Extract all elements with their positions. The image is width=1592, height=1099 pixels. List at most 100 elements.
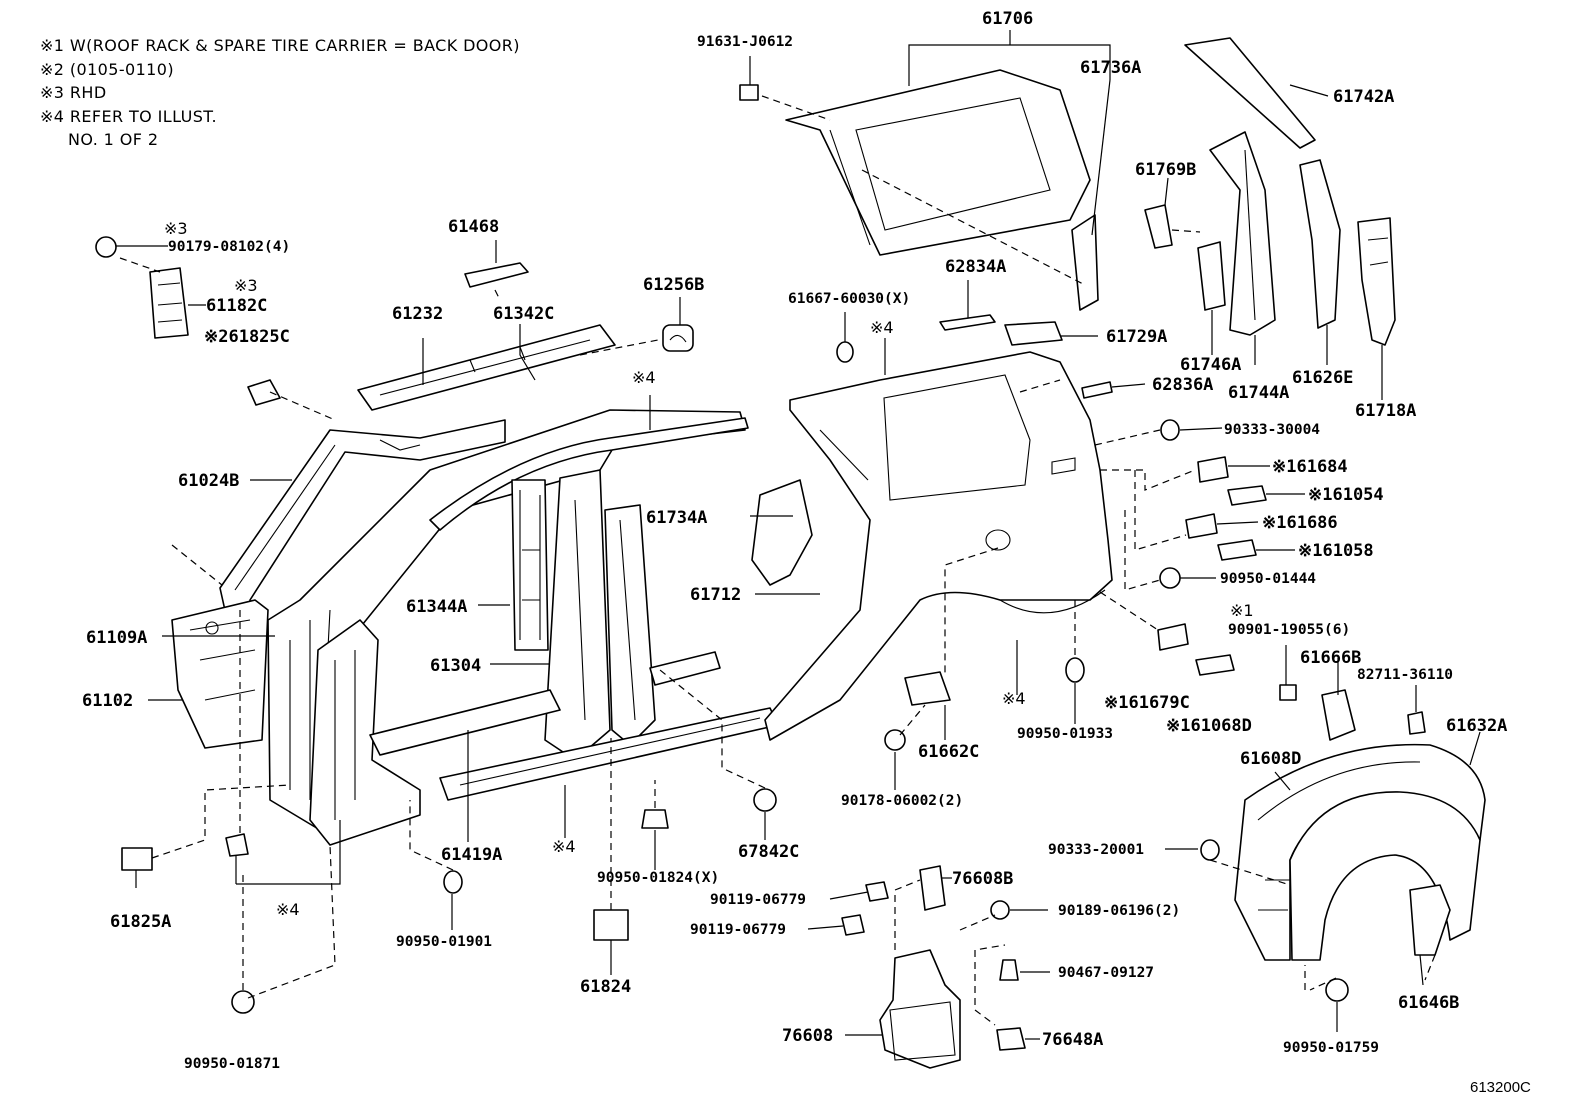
- part-61825A-pad: [121, 847, 153, 871]
- note-5: NO. 1 OF 2: [68, 130, 159, 149]
- part-90950-01444-plug: [1159, 567, 1181, 589]
- label-90178-06002: 90178-06002(2): [841, 793, 963, 809]
- label-62834A: 62834A: [945, 257, 1006, 277]
- label-90467-09127: 90467-09127: [1058, 965, 1154, 981]
- part-91631-bolt: [739, 84, 759, 101]
- label-90901-19055: 90901-19055(6): [1228, 622, 1350, 638]
- part-90901-bolt: [1279, 684, 1297, 701]
- part-61746A-reinforcement: [1197, 241, 1226, 311]
- label-90950-01901: 90950-01901: [396, 934, 492, 950]
- label-90950-01871: 90950-01871: [184, 1056, 280, 1072]
- label-61646B: 61646B: [1398, 993, 1459, 1013]
- label-61824: 61824: [580, 977, 631, 997]
- label-61769B: 61769B: [1135, 160, 1196, 180]
- part-61182C-bracket: [149, 267, 189, 339]
- label-61024B: 61024B: [178, 471, 239, 491]
- part-61679C-pad: [1157, 623, 1189, 651]
- label-61825C: ※261825C: [204, 327, 290, 347]
- label-61734A: 61734A: [646, 508, 707, 528]
- label-61718A: 61718A: [1355, 401, 1416, 421]
- inner-side-panel-group: [95, 236, 779, 1014]
- part-61058-bracket: [1217, 539, 1257, 561]
- part-61712-quarter-outer: [764, 351, 1113, 741]
- label-61686: ※161686: [1262, 513, 1338, 533]
- part-rocker-rear: [649, 651, 721, 686]
- label-61742A: 61742A: [1333, 87, 1394, 107]
- part-90333-20001-plug: [1200, 839, 1220, 861]
- mark-4-d: ※4: [870, 318, 894, 337]
- label-61729A: 61729A: [1106, 327, 1167, 347]
- label-61102: 61102: [82, 691, 133, 711]
- part-61662C-bracket: [904, 671, 951, 706]
- part-61646B-extension: [1409, 884, 1451, 956]
- part-a-pillar-lower: [309, 619, 421, 846]
- label-67842C: 67842C: [738, 842, 799, 862]
- note-3: ※3 RHD: [40, 83, 107, 102]
- label-61712: 61712: [690, 585, 741, 605]
- label-61632A: 61632A: [1446, 716, 1507, 736]
- label-61058: ※161058: [1298, 541, 1374, 561]
- part-61109A-hinge-pillar: [171, 599, 269, 749]
- label-61256B: 61256B: [643, 275, 704, 295]
- note-2: ※2 (0105-0110): [40, 59, 174, 79]
- part-61744A-d-pillar: [1209, 131, 1276, 336]
- part-90950-01901-plug: [443, 870, 463, 894]
- part-61686-pad: [1185, 513, 1218, 539]
- part-90467-clip: [999, 959, 1019, 981]
- label-62836A: 62836A: [1152, 375, 1213, 395]
- part-90950-01933-plug: [1065, 657, 1085, 683]
- label-61182C: 61182C: [206, 296, 267, 316]
- mark-3-b: ※3: [234, 276, 258, 295]
- label-91631-J0612: 91631-J0612: [697, 34, 793, 50]
- label-61054: ※161054: [1308, 485, 1384, 505]
- label-90950-01824: 90950-01824(X): [597, 870, 719, 886]
- part-82711-clip: [1407, 711, 1426, 735]
- part-61742A-roof-rail-rear: [1184, 37, 1316, 149]
- part-62836A-pad: [1081, 381, 1113, 399]
- part-61769B-bracket: [1144, 204, 1173, 249]
- label-61419A: 61419A: [441, 845, 502, 865]
- label-61666B: 61666B: [1300, 648, 1361, 668]
- label-61736A: 61736A: [1080, 58, 1141, 78]
- note-4: ※4 REFER TO ILLUST.: [40, 106, 218, 126]
- part-90950-01871-plug: [231, 990, 255, 1014]
- part-90179-nut: [95, 236, 117, 258]
- label-76608: 76608: [782, 1026, 833, 1046]
- part-b-pillar-inner: [604, 504, 656, 746]
- label-90333-30004: 90333-30004: [1224, 422, 1320, 438]
- part-rocker-inner: [369, 689, 561, 756]
- label-61232: 61232: [392, 304, 443, 324]
- part-76608B-bracket: [919, 865, 946, 911]
- label-61068D: ※161068D: [1166, 716, 1252, 736]
- part-61667-plug: [836, 341, 854, 363]
- mark-4-c: ※4: [276, 900, 300, 919]
- label-61684: ※161684: [1272, 457, 1348, 477]
- label-76648A: 76648A: [1042, 1030, 1103, 1050]
- label-90119-06779-b: 90119-06779: [690, 922, 786, 938]
- label-90333-20001: 90333-20001: [1048, 842, 1144, 858]
- label-61667-60030: 61667-60030(X): [788, 291, 910, 307]
- part-61344A-center-pillar: [511, 479, 549, 651]
- part-90950-01824-clip: [641, 809, 669, 829]
- mark-3-a: ※3: [164, 219, 188, 238]
- part-61729A-bracket: [1004, 321, 1063, 346]
- part-61825C-pad: [247, 379, 281, 406]
- label-82711-36110: 82711-36110: [1357, 667, 1453, 683]
- label-61344A: 61344A: [406, 597, 467, 617]
- part-90333-30004-plug: [1160, 419, 1180, 441]
- label-61626E: 61626E: [1292, 368, 1353, 388]
- part-62834A-strip: [939, 314, 996, 331]
- part-61666B-bracket: [1321, 689, 1356, 741]
- label-61679C: ※161679C: [1104, 693, 1190, 713]
- label-61744A: 61744A: [1228, 383, 1289, 403]
- label-61468: 61468: [448, 217, 499, 237]
- part-clip-left: [225, 833, 249, 857]
- diagram-notes: ※1 W(ROOF RACK & SPARE TIRE CARRIER = BA…: [40, 34, 520, 152]
- part-roof-side-inner: [429, 417, 749, 531]
- label-61746A: 61746A: [1180, 355, 1241, 375]
- part-90950-01759-plug: [1325, 978, 1349, 1002]
- part-61068D-bracket: [1195, 654, 1235, 676]
- part-67842C-plug: [753, 788, 777, 812]
- label-90189-06196: 90189-06196(2): [1058, 903, 1180, 919]
- label-90950-01933: 90950-01933: [1017, 726, 1113, 742]
